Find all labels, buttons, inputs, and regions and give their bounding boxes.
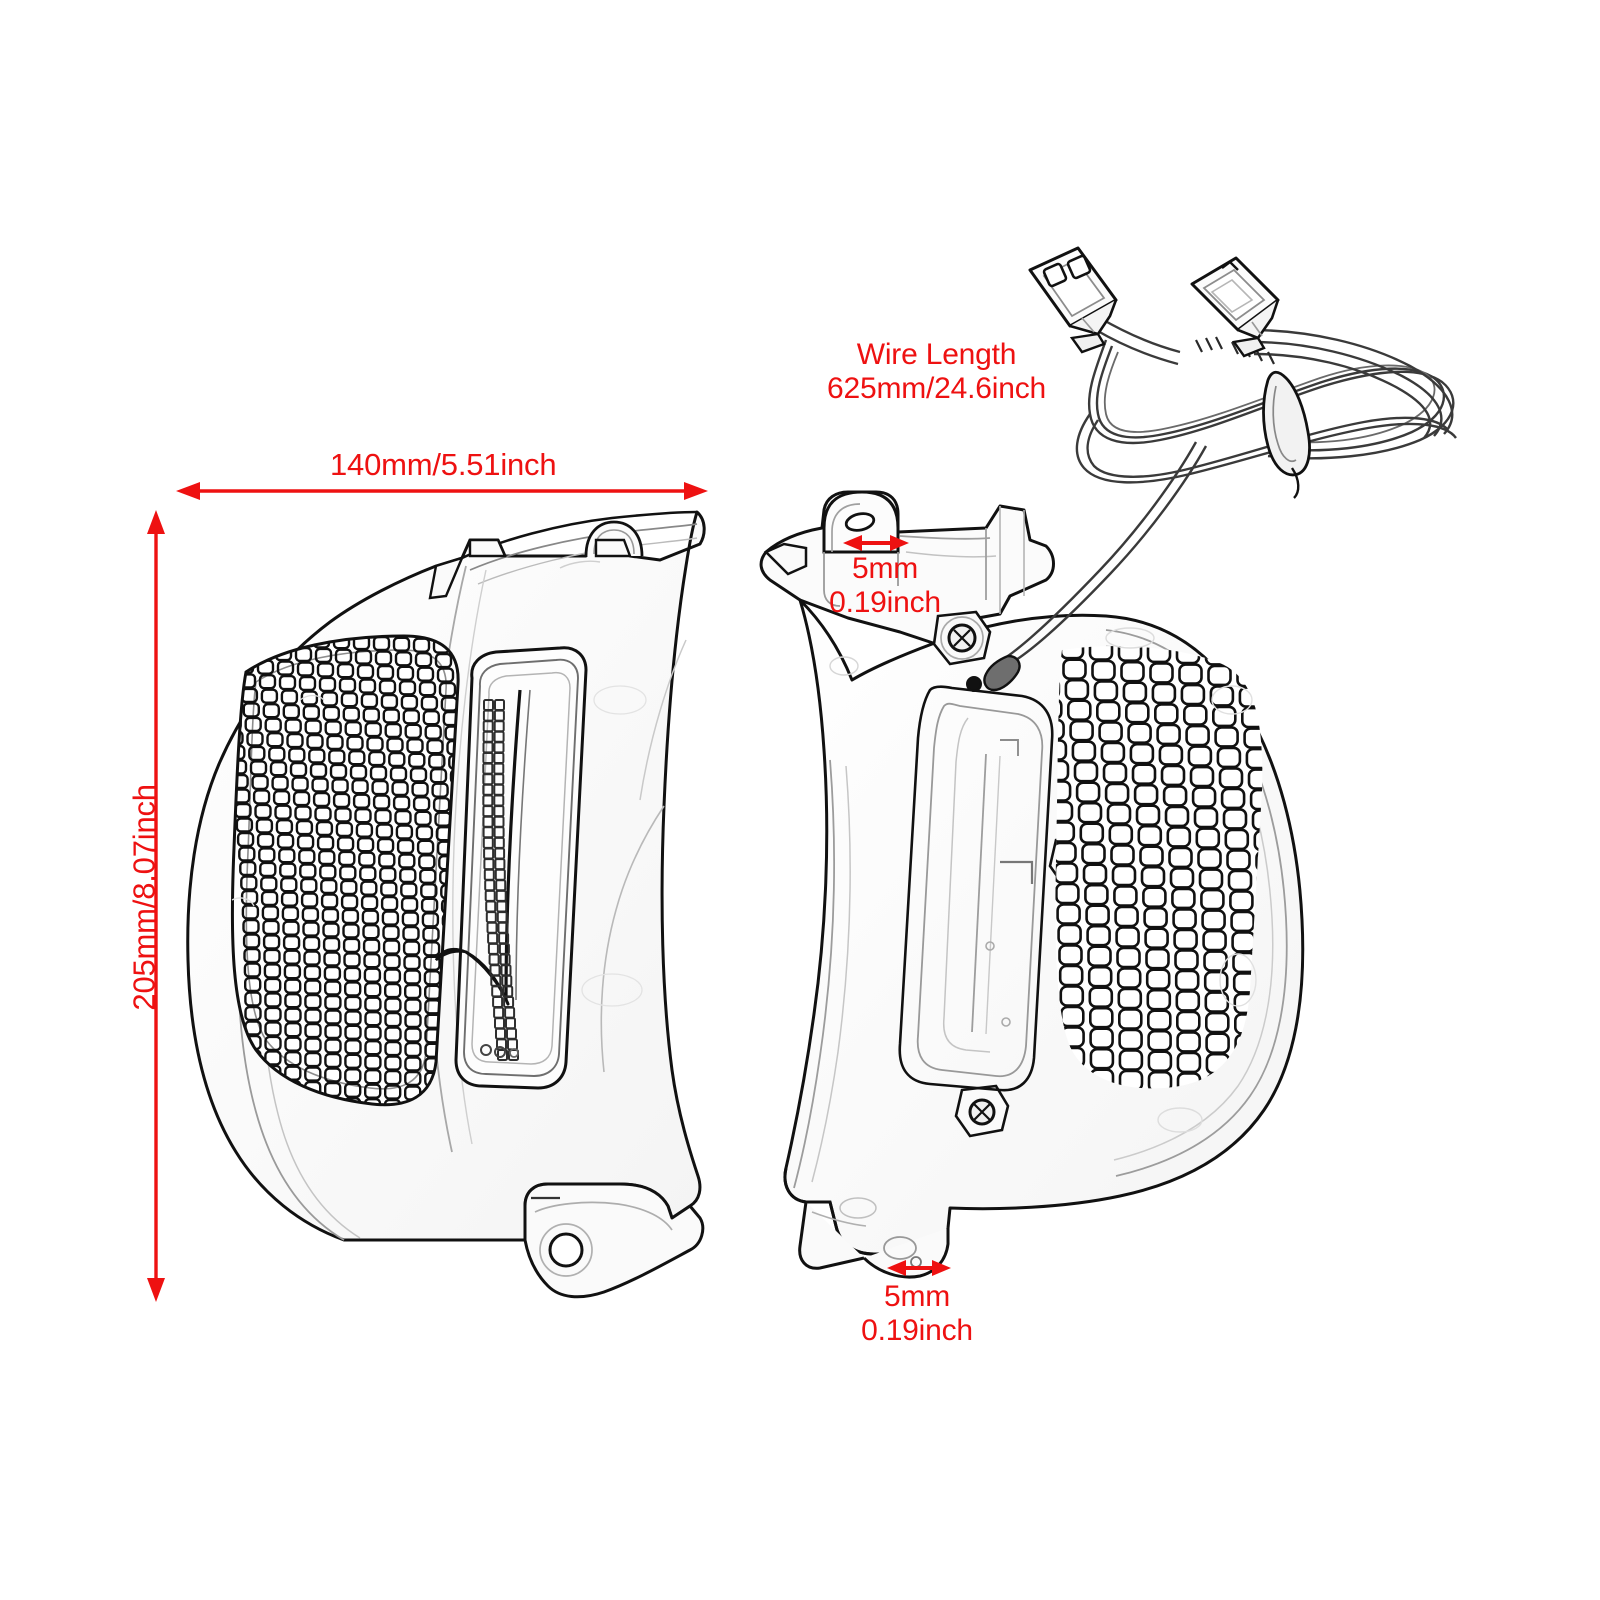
tab-bottom-inch: 0.19inch bbox=[861, 1313, 973, 1347]
tab-top-inch: 0.19inch bbox=[829, 585, 941, 619]
wire-length-label: Wire Length 625mm/24.6inch bbox=[814, 338, 1059, 405]
width-dimension-label: 140mm/5.51inch bbox=[330, 447, 557, 482]
tab-bottom-dimension-arrow bbox=[887, 1260, 951, 1276]
wire-to-panel bbox=[1007, 441, 1208, 661]
tab-bottom-mm: 5mm bbox=[883, 1280, 951, 1313]
rear-view-panel bbox=[759, 490, 1305, 1279]
connector-multi-pin bbox=[1190, 256, 1280, 358]
wire-length-title: Wire Length bbox=[856, 338, 1017, 371]
height-dimension-label: 205mm/8.07inch bbox=[126, 784, 162, 1011]
height-dimension-line bbox=[147, 510, 165, 1302]
dimension-annotations bbox=[147, 482, 951, 1302]
width-dimension-line bbox=[176, 482, 708, 500]
front-view-panel bbox=[186, 510, 706, 1299]
wiring-harness bbox=[966, 246, 1457, 692]
connector-2pin bbox=[1028, 246, 1118, 354]
tab-top-dimension-label: 5mm 0.19inch bbox=[820, 552, 950, 619]
tab-top-mm: 5mm bbox=[851, 552, 919, 585]
tab-bottom-dimension-label: 5mm 0.19inch bbox=[852, 1280, 982, 1347]
tab-top-dimension-arrow bbox=[843, 535, 909, 551]
wire-length-value: 625mm/24.6inch bbox=[827, 371, 1046, 405]
